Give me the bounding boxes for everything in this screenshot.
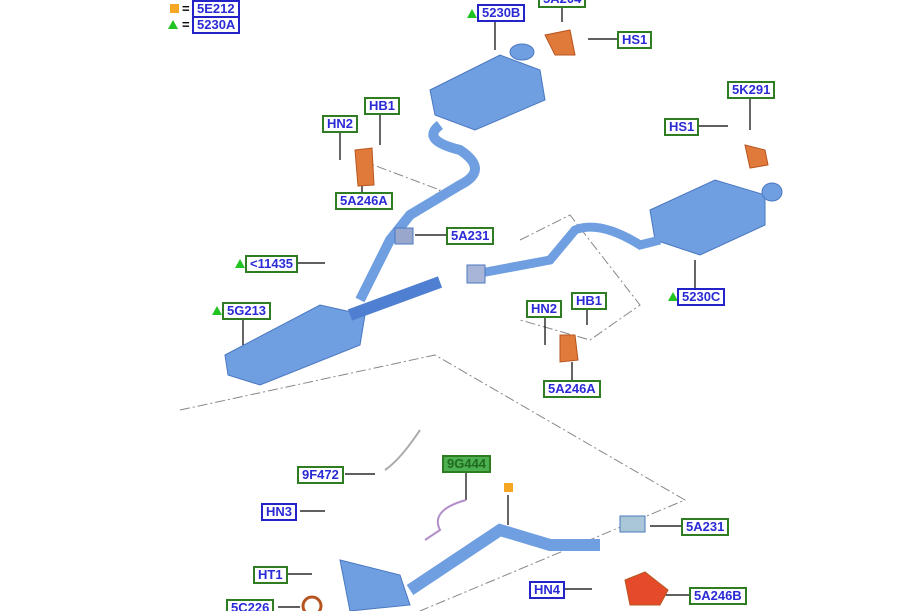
- legend-equals: =: [182, 17, 190, 32]
- part-label-hs1[interactable]: HS1: [617, 31, 653, 49]
- orange-square-icon: [504, 483, 513, 492]
- green-triangle-icon: [235, 259, 245, 268]
- leader-lines: [242, 5, 751, 608]
- legend-equals: =: [182, 1, 190, 16]
- green-triangle-icon: [212, 306, 222, 315]
- part-label-5230b[interactable]: 5230B: [477, 4, 526, 22]
- assembly-outlines: [179, 159, 687, 611]
- part-label-hn3[interactable]: HN3: [261, 503, 298, 521]
- part-label-hn4[interactable]: HN4: [529, 581, 566, 599]
- sensors: [384, 429, 467, 541]
- part-label-5a231[interactable]: 5A231: [681, 518, 730, 536]
- part-label-5g213[interactable]: 5G213: [222, 302, 272, 320]
- legend-label-5230a[interactable]: 5230A: [192, 16, 241, 34]
- part-label-5a231[interactable]: 5A231: [446, 227, 495, 245]
- part-label-hn2[interactable]: HN2: [322, 115, 359, 133]
- part-label-9g444-selected[interactable]: 9G444: [442, 455, 492, 473]
- part-label-hn2[interactable]: HN2: [526, 300, 563, 318]
- part-label-5a246a[interactable]: 5A246A: [543, 380, 601, 398]
- pipes-and-mufflers: [224, 43, 783, 611]
- green-triangle-icon: [467, 9, 477, 18]
- part-label-5a246a[interactable]: 5A246A: [335, 192, 393, 210]
- part-label-5a246b[interactable]: 5A246B: [689, 587, 747, 605]
- part-label-9f472[interactable]: 9F472: [297, 466, 344, 484]
- part-label-hb1[interactable]: HB1: [364, 97, 401, 115]
- part-label-5230c[interactable]: 5230C: [677, 288, 726, 306]
- part-label-hs1[interactable]: HS1: [664, 118, 700, 136]
- part-label-hb1[interactable]: HB1: [571, 292, 608, 310]
- part-label-5k291[interactable]: 5K291: [727, 81, 776, 99]
- part-label-top[interactable]: 5A204: [538, 0, 587, 8]
- brackets: [301, 29, 769, 611]
- part-label-11435[interactable]: <11435: [245, 255, 299, 273]
- orange-square-icon: [170, 4, 179, 13]
- green-triangle-icon: [168, 20, 178, 29]
- green-triangle-icon: [668, 292, 678, 301]
- part-label-ht1[interactable]: HT1: [253, 566, 288, 584]
- part-label-5c226[interactable]: 5C226: [226, 599, 275, 611]
